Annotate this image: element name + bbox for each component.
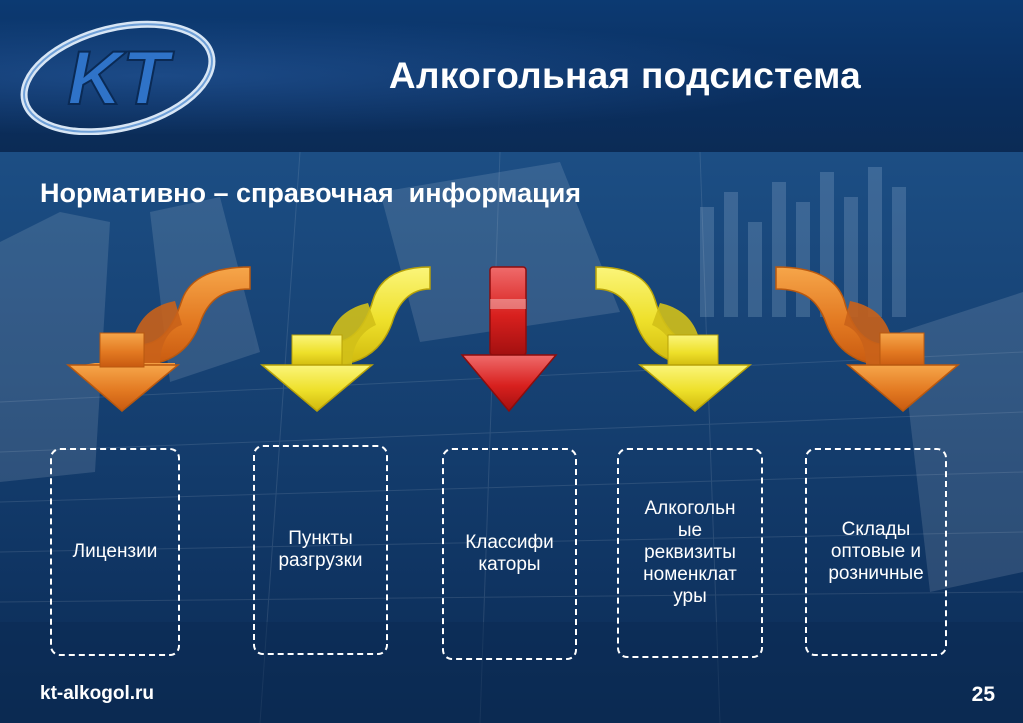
box-unloading-points: Пункты разгрузки <box>253 445 388 655</box>
main-area <box>0 152 1023 723</box>
box-label: Классифи каторы <box>465 532 554 575</box>
arrow-4-yellow-icon <box>595 266 753 412</box>
arrow-3-red-icon <box>460 266 558 413</box>
logo-text: KT <box>67 36 174 121</box>
section-subtitle: Нормативно – справочная информация <box>40 178 582 208</box>
box-label: Склады оптовые и розничные <box>828 519 924 584</box>
box-label: Алкогольн ые реквизиты номенклат уры <box>643 498 737 607</box>
box-label: Пункты разгрузки <box>278 528 363 571</box>
kt-logo: KT <box>20 20 216 135</box>
box-alcohol-requisites: Алкогольн ые реквизиты номенклат уры <box>617 448 763 658</box>
box-warehouses: Склады оптовые и розничные <box>805 448 947 656</box>
page-number: 25 <box>971 683 995 706</box>
arrow-2-yellow-icon <box>259 266 431 412</box>
arrow-1-orange-icon <box>65 266 251 412</box>
box-label: Лицензии <box>72 541 158 562</box>
arrows-row <box>65 266 961 413</box>
box-classifiers: Классифи каторы <box>442 448 577 660</box>
page-title: Алкогольная подсистема <box>388 55 862 96</box>
header-bar: KT Алкогольная подсистема <box>0 0 1023 152</box>
footer-url: kt-alkogol.ru <box>40 683 155 704</box>
arrow-5-orange-icon <box>775 266 961 412</box>
box-licenses: Лицензии <box>50 448 180 656</box>
